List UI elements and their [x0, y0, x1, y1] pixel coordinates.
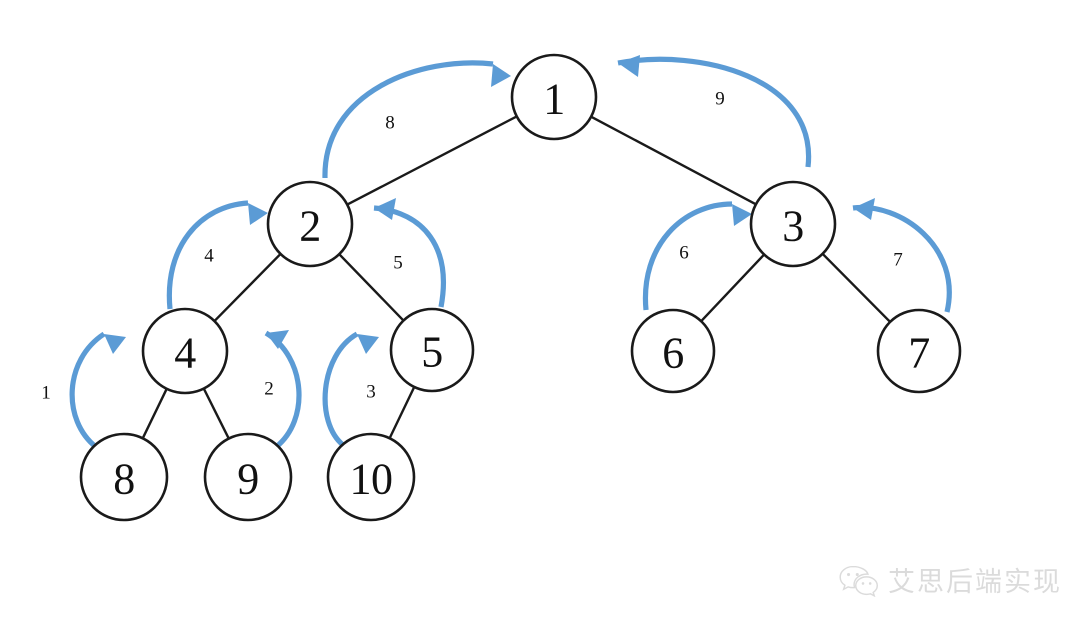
node-label-8: 8: [113, 455, 135, 504]
traversal-arrow-6: [642, 201, 733, 311]
step-order-label-7: 7: [893, 250, 903, 271]
tree-edge-4-8: [141, 387, 168, 440]
step-order-label-3: 3: [366, 382, 376, 403]
wechat-icon: [839, 565, 878, 597]
tree-edge-1-2: [346, 115, 518, 206]
step-order-label-8: 8: [385, 113, 395, 134]
watermark: 艾思后端实现: [838, 560, 1062, 599]
tree-nodes-group: 1 2 3 4 5 6 7 8 9 10: [79, 53, 962, 522]
tree-node-6[interactable]: 6: [630, 308, 716, 394]
node-circle-4: [141, 307, 229, 395]
tree-node-1[interactable]: 1: [510, 53, 598, 141]
step-order-labels-group: 1 2 3 4 5 6 7 8 9: [41, 89, 903, 404]
arrowhead-icon-2: [266, 330, 289, 349]
traversal-arrow-3: [322, 331, 359, 448]
tree-edge-5-10: [388, 385, 416, 440]
tree-node-10[interactable]: 10: [326, 432, 416, 522]
step-order-label-5: 5: [393, 253, 403, 274]
node-circle-3: [749, 180, 837, 268]
traversal-arrow-5: [373, 205, 446, 308]
tree-node-3[interactable]: 3: [749, 180, 837, 268]
node-label-7: 7: [908, 329, 930, 378]
node-circle-9: [203, 432, 293, 522]
arrowhead-icon-1: [104, 334, 126, 354]
node-label-9: 9: [237, 455, 259, 504]
step-order-label-4: 4: [204, 246, 214, 267]
node-circle-7: [876, 308, 962, 394]
tree-edges-group: [141, 115, 892, 440]
traversal-arrow-1: [69, 331, 106, 450]
tree-node-8[interactable]: 8: [79, 432, 169, 522]
tree-edge-3-6: [699, 253, 766, 323]
watermark-text: 艾思后端实现: [888, 567, 1062, 598]
node-label-1: 1: [543, 75, 565, 124]
node-circle-10: [326, 432, 416, 522]
arrowhead-icon-7: [853, 198, 875, 220]
step-order-label-2: 2: [264, 379, 274, 400]
step-order-label-6: 6: [679, 243, 689, 264]
step-order-label-9: 9: [715, 89, 725, 110]
tree-edge-1-3: [589, 115, 758, 206]
node-circle-2: [266, 180, 354, 268]
node-circle-8: [79, 432, 169, 522]
node-label-3: 3: [782, 202, 804, 251]
node-label-6: 6: [662, 329, 684, 378]
node-circle-1: [510, 53, 598, 141]
node-label-10: 10: [350, 455, 393, 504]
arrowhead-icon-6: [732, 204, 752, 226]
node-label-2: 2: [299, 202, 321, 251]
traversal-arrow-8: [322, 60, 494, 179]
tree-node-2[interactable]: 2: [266, 180, 354, 268]
traversal-arrow-4: [166, 200, 249, 310]
tree-edge-2-4: [213, 252, 282, 323]
arrowhead-icon-8: [491, 64, 511, 87]
step-order-label-1: 1: [41, 383, 51, 404]
node-label-5: 5: [421, 328, 443, 377]
tree-node-4[interactable]: 4: [141, 307, 229, 395]
node-circle-6: [630, 308, 716, 394]
traversal-arrows-group: [69, 55, 952, 450]
node-label-4: 4: [174, 329, 196, 378]
tree-edge-4-9: [202, 387, 230, 440]
traversal-arrow-9: [617, 56, 812, 168]
arrowhead-icon-4: [248, 203, 268, 225]
tree-node-9[interactable]: 9: [203, 432, 293, 522]
arrowhead-icon-9: [618, 55, 640, 77]
tree-edge-3-7: [821, 252, 892, 324]
tree-node-7[interactable]: 7: [876, 308, 962, 394]
arrowhead-icon-5: [374, 198, 396, 220]
arrowhead-icon-3: [357, 334, 379, 354]
tree-node-5[interactable]: 5: [389, 307, 475, 393]
tree-edge-2-5: [338, 252, 405, 322]
node-circle-5: [389, 307, 475, 393]
